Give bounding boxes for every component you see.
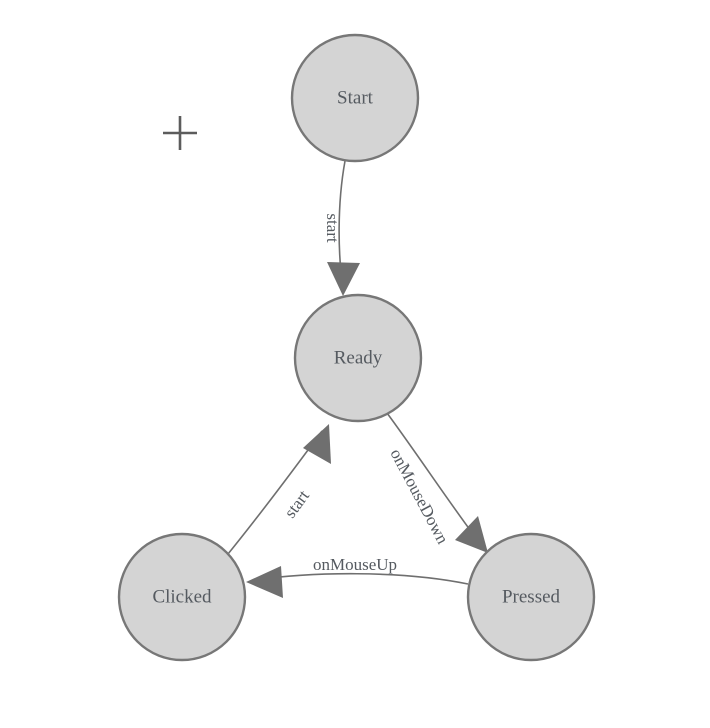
state-node-pressed[interactable]: Pressed (466, 532, 596, 662)
state-node-clicked[interactable]: Clicked (117, 532, 247, 662)
edge-ready-to-pressed-label: onMouseDown (386, 446, 452, 548)
state-node-ready-label: Ready (334, 347, 383, 368)
state-node-pressed-circle (466, 532, 596, 662)
state-node-start-label: Start (337, 87, 374, 108)
edge-pressed-to-clicked-path (254, 572, 469, 585)
edge-clicked-to-ready[interactable]: start (227, 424, 331, 555)
state-node-clicked-label: Clicked (152, 586, 212, 607)
edge-ready-to-pressed[interactable]: onMouseDown (386, 412, 488, 553)
state-node-start-circle (290, 33, 420, 163)
edge-clicked-to-ready-arrowhead (303, 424, 331, 464)
edge-pressed-to-clicked-arrowhead (246, 566, 283, 598)
edge-clicked-to-ready-label: start (280, 486, 313, 521)
state-node-clicked-circle (117, 532, 247, 662)
state-node-pressed-label: Pressed (502, 586, 561, 607)
edge-start-to-ready[interactable]: start (323, 160, 360, 296)
state-node-ready-circle (293, 293, 423, 423)
state-node-start[interactable]: Start (290, 33, 420, 163)
state-node-ready[interactable]: Ready (293, 293, 423, 423)
plus-marker-icon (163, 116, 197, 150)
edge-pressed-to-clicked[interactable]: onMouseUp (246, 555, 469, 598)
edge-start-to-ready-label: start (323, 213, 342, 243)
edge-pressed-to-clicked-label: onMouseUp (313, 555, 397, 574)
edge-ready-to-pressed-arrowhead (455, 516, 488, 553)
edge-start-to-ready-arrowhead (327, 262, 360, 296)
